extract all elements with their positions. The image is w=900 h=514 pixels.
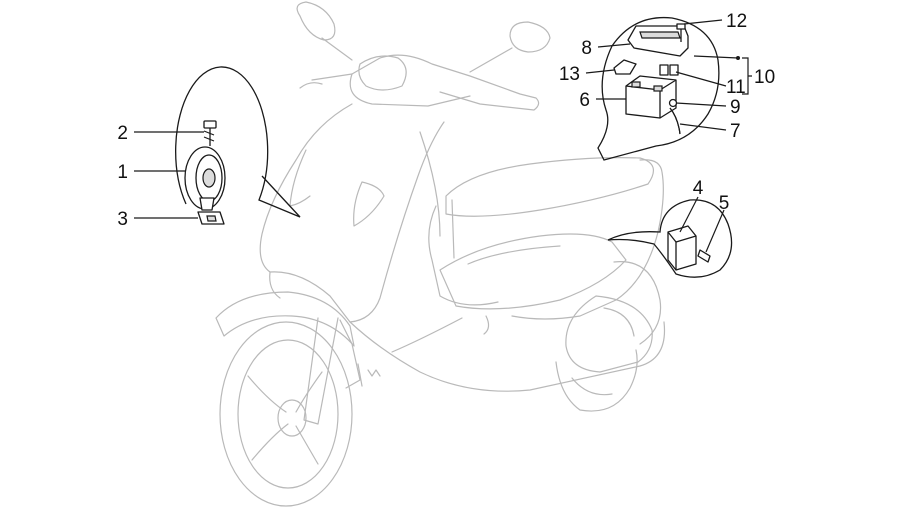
horn-part-1 bbox=[184, 146, 226, 211]
cable-part-7 bbox=[669, 107, 681, 135]
callout-7: 7 bbox=[730, 121, 741, 142]
bracket-part-3 bbox=[197, 211, 225, 225]
fuse-part-11 bbox=[659, 64, 679, 76]
callout-13: 13 bbox=[559, 64, 580, 85]
relay-part-4 bbox=[667, 225, 697, 271]
horn-detail-callout bbox=[175, 66, 301, 225]
terminal-part-9 bbox=[668, 98, 678, 108]
bracket-dot-10 bbox=[736, 56, 740, 60]
callout-12: 12 bbox=[726, 11, 747, 32]
terminal-cover-part-13 bbox=[613, 59, 637, 75]
callout-8: 8 bbox=[581, 38, 592, 59]
screw-part-12 bbox=[676, 23, 686, 42]
callout-1: 1 bbox=[117, 162, 128, 183]
battery-detail-callout bbox=[597, 16, 720, 161]
screw-part-2 bbox=[203, 120, 217, 146]
callout-labels: 2 1 3 4 5 6 7 8 9 10 11 12 13 bbox=[117, 11, 775, 230]
callout-6: 6 bbox=[579, 90, 590, 111]
battery-part-6 bbox=[625, 75, 677, 119]
callout-3: 3 bbox=[117, 209, 128, 230]
callout-5: 5 bbox=[719, 193, 730, 214]
relay-detail-callout bbox=[607, 199, 733, 278]
leader-lines bbox=[134, 19, 752, 253]
callout-11: 11 bbox=[726, 77, 746, 98]
callout-10: 10 bbox=[754, 67, 775, 88]
screw-part-5 bbox=[697, 249, 711, 263]
callout-2: 2 bbox=[117, 123, 128, 144]
battery-cover-part-8 bbox=[627, 25, 689, 57]
callout-4: 4 bbox=[693, 178, 704, 199]
bracket-10 bbox=[742, 57, 752, 95]
callout-9: 9 bbox=[730, 97, 741, 118]
scooter-ghost-outline bbox=[215, 1, 666, 507]
